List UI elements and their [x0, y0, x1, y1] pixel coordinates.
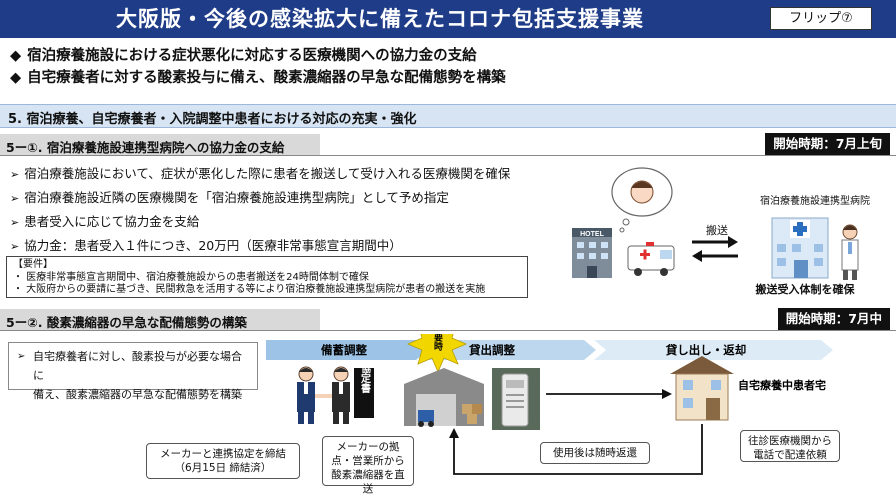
stage-label: 貸出調整 — [468, 343, 515, 357]
section-5-header: 5. 宿泊療養、自宅療養者・入院調整中患者における対応の充実・強化 — [0, 104, 896, 128]
requirement-item: ・ 医療非常事態宣言期間中、宿泊療養施設からの患者搬送を24時間体制で確保 — [13, 271, 369, 283]
summary-item: ◆宿泊療養施設における症状悪化に対応する医療機関への協力金の支給 — [10, 48, 477, 64]
hospital-icon — [771, 217, 829, 279]
sub2-heading: 5ー②. 酸素濃縮器の早急な配備態勢の構築 — [0, 309, 320, 330]
clinic-callout: 往診医療機関から電話で配達依頼 — [740, 430, 840, 462]
sub2-note: ➢自宅療養者に対し、酸素投与が必要な場合に 備え、酸素濃縮器の早急な配備態勢を構… — [8, 342, 258, 401]
transport-arrow-icon — [692, 236, 738, 262]
stage-bar — [266, 340, 833, 360]
title-bar: 大阪版・今後の感染拡大に備えたコロナ包括支援事業 フリップ⑦ — [0, 0, 896, 38]
flip-label: フリップ⑦ — [770, 7, 872, 30]
sick-patient-icon — [611, 167, 673, 233]
agreement-label: 協定書 — [359, 362, 371, 394]
maker-callout: メーカーと連携協定を締結 （6月15日 締結済） — [146, 443, 300, 479]
list-item: ➢宿泊療養施設において、症状が悪化した際に患者を搬送して受け入れる医療機関を確保 — [10, 166, 511, 181]
stage-label: 備蓄調整 — [321, 343, 367, 357]
sub1-heading: 5ー①. 宿泊療養施設連携型病院への協力金の支給 — [0, 134, 320, 155]
business-partners-icon — [297, 366, 350, 424]
return-callout: 使用後は随時返還 — [540, 442, 650, 464]
urgent-text: 必要時 — [432, 334, 444, 351]
sub1-start-date: 開始時期：7月上旬 — [765, 133, 890, 155]
requirements-title: 【要件】 — [13, 259, 53, 270]
flow-arrows — [449, 389, 703, 475]
diamond-icon: ◆ — [10, 70, 22, 86]
note-line: 備え、酸素濃縮器の早急な配備態勢を構築 — [33, 388, 242, 401]
arrow-icon: ➢ — [10, 168, 20, 181]
hospital-label: 宿泊療養施設連携型病院 — [760, 194, 870, 207]
note-line: ➢自宅療養者に対し、酸素投与が必要な場合に — [17, 347, 249, 385]
arrow-icon: ➢ — [10, 192, 20, 205]
requirements-box: 【要件】 ・ 医療非常事態宣言期間中、宿泊療養施設からの患者搬送を24時間体制で… — [6, 256, 528, 298]
depot-callout: メーカーの拠点・営業所から酸素濃縮器を直送 — [322, 436, 414, 495]
section-5-title: 5. 宿泊療養、自宅療養者・入院調整中患者における対応の充実・強化 — [8, 112, 417, 127]
divider — [0, 330, 896, 331]
home-label: 自宅療養中患者宅 — [738, 378, 826, 392]
requirement-item: ・ 大阪府からの要請に基づき、民間救急を活用する等により宿泊療養施設連携型病院が… — [13, 284, 486, 295]
list-item: ➢協力金：患者受入１件につき、20万円（医療非常事態宣言期間中） — [10, 238, 402, 253]
arrow-icon: ➢ — [17, 351, 26, 362]
warehouse-icon — [404, 368, 484, 427]
caption-label: 搬送受入体制を確保 — [756, 282, 856, 296]
arrow-icon: ➢ — [10, 240, 20, 253]
oxygen-concentrator-icon — [492, 368, 540, 430]
doctor-icon — [841, 224, 859, 280]
page-title: 大阪版・今後の感染拡大に備えたコロナ包括支援事業 — [116, 7, 644, 31]
sub2-start-date: 開始時期：7月中 — [777, 308, 890, 330]
divider — [0, 155, 896, 156]
summary: ◆宿泊療養施設における症状悪化に対応する医療機関への協力金の支給 ◆自宅療養者に… — [0, 38, 896, 94]
oxygen-flow-diagram: 備蓄調整 貸出調整 貸し出し・返却 必要時 協定書 — [266, 334, 833, 475]
summary-item: ◆自宅療養者に対する酸素投与に備え、酸素濃縮器の早急な配備態勢を構築 — [10, 70, 506, 86]
hotel-icon: HOTEL — [572, 228, 612, 278]
transport-illustration: HOTEL 搬送 宿泊療養施設連携型病院 搬送受入体制を確保 — [572, 167, 870, 296]
transport-label: 搬送 — [706, 223, 728, 237]
diamond-icon: ◆ — [10, 48, 22, 64]
list-item: ➢患者受入に応じて協力金を支給 — [10, 214, 200, 229]
arrow-icon: ➢ — [10, 216, 20, 229]
hotel-sign: HOTEL — [580, 231, 604, 238]
list-item: ➢宿泊療養施設近隣の医療機関を「宿泊療養施設連携型病院」として予め指定 — [10, 190, 449, 205]
stage-label: 貸し出し・返却 — [665, 343, 747, 357]
agreement-icon — [354, 368, 374, 418]
house-icon — [670, 356, 734, 421]
ambulance-icon — [627, 242, 675, 276]
